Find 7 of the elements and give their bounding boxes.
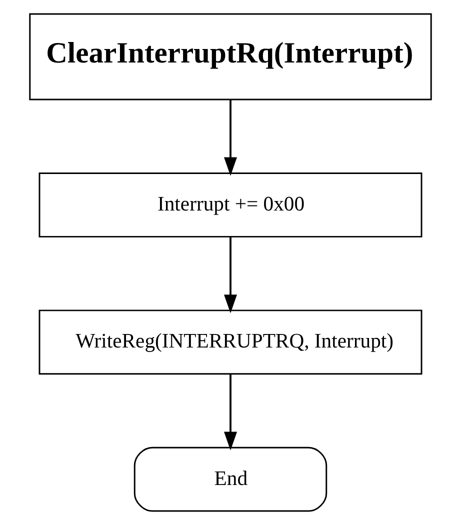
arrow [223,236,237,314]
node-box: Interrupt += 0x00 [38,172,422,238]
arrow [223,100,237,176]
node-box: ClearInterruptRq(Interrupt) [28,13,432,100]
arrow [223,374,237,450]
node-box: WriteReg(INTERRUPTRQ, Interrupt) [38,310,422,375]
node-box: End [133,446,327,512]
